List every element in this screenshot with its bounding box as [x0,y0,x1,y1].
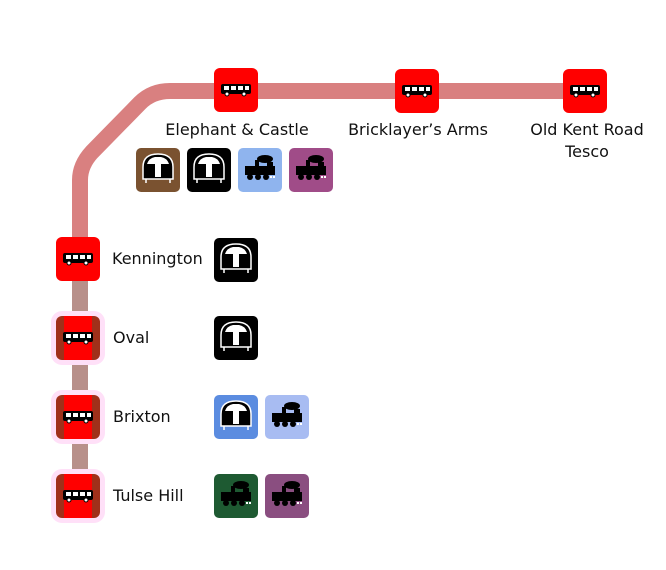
mode-tube[interactable] [214,238,258,282]
mode-steam-train[interactable] [214,474,258,518]
station-label-tulse-hill: Tulse Hill [113,486,184,505]
stop-brixton[interactable] [56,395,100,439]
bus-icon [63,253,93,266]
stop-kennington[interactable] [56,237,100,281]
tube-icon [218,319,254,357]
tube-icon [140,151,176,189]
steam-train-icon [268,479,306,513]
bus-icon [63,411,93,424]
tube-icon [218,398,254,436]
mode-steam-train[interactable] [289,148,333,192]
mode-tube[interactable] [214,395,258,439]
tube-icon [218,241,254,279]
route-line-upper [72,83,588,265]
mode-tube[interactable] [136,148,180,192]
station-label-line2: Tesco [565,142,609,161]
steam-train-icon [268,400,306,434]
station-label-brixton: Brixton [113,407,171,426]
mode-tube[interactable] [214,316,258,360]
bus-icon [63,332,93,345]
station-label-line1: Old Kent Road [530,120,644,139]
bus-icon [570,85,600,98]
bus-icon [63,490,93,503]
mode-steam-train[interactable] [265,395,309,439]
stop-tulse-hill[interactable] [56,474,100,518]
bus-icon [402,85,432,98]
steam-train-icon [241,153,279,187]
steam-train-icon [292,153,330,187]
tube-icon [191,151,227,189]
mode-steam-train[interactable] [265,474,309,518]
station-label-oval: Oval [113,328,150,347]
station-label-kennington: Kennington [112,249,203,268]
stop-elephant-castle[interactable] [214,68,258,112]
bus-icon [221,84,251,97]
stop-bricklayers-arms[interactable] [395,69,439,113]
steam-train-icon [217,479,255,513]
mode-steam-train[interactable] [238,148,282,192]
station-label-bricklayers-arms: Bricklayer’s Arms [348,120,488,139]
stop-oval[interactable] [56,316,100,360]
stop-old-kent-road-tesco[interactable] [563,69,607,113]
mode-tube[interactable] [187,148,231,192]
station-label-elephant-castle: Elephant & Castle [165,120,309,139]
